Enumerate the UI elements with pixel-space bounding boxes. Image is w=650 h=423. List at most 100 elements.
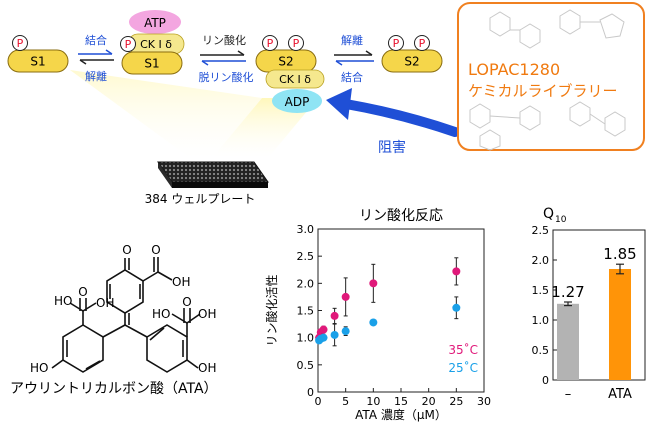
bar-control	[557, 303, 579, 380]
inhibition-arrow: 阻害	[326, 88, 460, 156]
bar-y-tick-label: 0	[542, 374, 549, 387]
svg-text:OH: OH	[96, 296, 114, 310]
binding-arrows-2: 解離 結合	[334, 33, 374, 84]
data-point-35c	[319, 325, 328, 334]
library-description: ケミカルライブラリー	[468, 82, 618, 100]
phospho-p-icon	[12, 35, 28, 51]
svg-text:P: P	[125, 38, 132, 51]
enzyme-complex-2: S2 P P CK I δ	[255, 35, 325, 89]
binding-arrows-1: 結合 解離	[78, 33, 114, 83]
data-point-25c	[330, 330, 339, 339]
y-tick-label: 2.5	[297, 250, 315, 263]
svg-text:P: P	[293, 37, 300, 50]
data-point-25c	[369, 318, 378, 327]
s1-bound-label: S1	[144, 57, 159, 71]
data-point-25c	[319, 333, 328, 342]
bar-y-tick-label: 2.5	[532, 224, 550, 237]
y-tick-label: 3.0	[297, 223, 315, 236]
phosphorylation-arrows: リン酸化 脱リン酸化	[199, 33, 254, 84]
data-point-25c	[452, 303, 461, 312]
molecule-name: アウリントリカルボン酸（ATA）	[10, 381, 218, 397]
bar-y-tick-label: 1.0	[532, 314, 550, 327]
bar-category-label: –	[565, 387, 572, 402]
phospho-p-label: P	[17, 37, 24, 50]
svg-text:P: P	[393, 37, 400, 50]
svg-text:O: O	[151, 243, 160, 257]
bar-category-label: ATA	[608, 387, 632, 402]
x-tick-label: 20	[422, 395, 436, 408]
svg-text:OH: OH	[172, 275, 190, 289]
ck1d-label: CK I δ	[140, 38, 172, 51]
svg-text:HO: HO	[152, 307, 170, 321]
bar-value-label: 1.27	[551, 283, 584, 301]
y-tick-label: 0	[307, 386, 314, 399]
chemical-library-box: LOPAC1280 ケミカルライブラリー	[457, 2, 645, 151]
data-point-35c	[452, 267, 461, 276]
light-beam-left	[70, 70, 262, 158]
phosphorylation-label: リン酸化	[202, 33, 246, 47]
svg-text:P: P	[267, 37, 274, 50]
y-tick-label: 1.5	[297, 305, 315, 318]
x-tick-label: 30	[477, 395, 491, 408]
bar-plot-frame	[552, 229, 646, 381]
x-tick-label: 10	[366, 395, 380, 408]
binding-label: 結合	[85, 33, 107, 47]
library-name: LOPAC1280	[468, 60, 560, 79]
svg-text:O: O	[78, 285, 87, 299]
svg-text:HO: HO	[54, 294, 72, 308]
legend-25c: 25˚C	[448, 360, 478, 375]
adp-bubble	[272, 89, 322, 113]
svg-text:P: P	[419, 37, 426, 50]
bar-y-tick-label: 1.5	[532, 284, 550, 297]
adp-label: ADP	[285, 95, 310, 109]
svg-text:O: O	[122, 243, 131, 257]
plate-caption: 384 ウェルプレート	[145, 192, 256, 206]
s2-label: S2	[404, 55, 419, 69]
atp-label: ATP	[144, 16, 166, 30]
ck1d-label-2: CK I δ	[279, 73, 311, 86]
x-tick-label: 25	[449, 395, 463, 408]
data-point-35c	[330, 311, 339, 320]
bar-y-tick-label: 0.5	[532, 344, 550, 357]
legend-35c: 35˚C	[448, 342, 478, 357]
x-tick-label: 5	[342, 395, 349, 408]
y-tick-label: 2.0	[297, 277, 315, 290]
svg-text:HO: HO	[30, 361, 48, 375]
ata-atom-labels: O O OH O HO OH HO O HO OH OH	[30, 243, 216, 375]
dissociation-label: 解離	[85, 69, 107, 83]
s2-bound-label: S2	[278, 55, 293, 69]
s1-label: S1	[30, 55, 45, 69]
svg-text:O: O	[182, 295, 191, 309]
enzyme-complex-1: CK I δ S1 P	[120, 33, 185, 75]
dephosphorylation-label: 脱リン酸化	[199, 70, 254, 84]
well-plate: 384 ウェルプレート	[145, 161, 269, 206]
bar-ata	[609, 269, 631, 380]
y-axis-label: リン酸化活性	[264, 274, 279, 346]
data-point-25c	[341, 327, 350, 336]
substrate-s2: S2 P P	[381, 35, 443, 73]
x-tick-label: 0	[315, 395, 322, 408]
dissociation-label-2: 解離	[341, 33, 363, 47]
ata-molecule	[51, 257, 201, 373]
svg-text:OH: OH	[198, 307, 216, 321]
library-structures	[469, 9, 626, 151]
binding-label-2: 結合	[341, 70, 363, 84]
substrate-s1: S1 P	[7, 35, 69, 73]
chart-title: リン酸化反応	[359, 208, 443, 224]
svg-text:OH: OH	[198, 361, 216, 375]
bar-chart-title-subscript: 10	[555, 215, 567, 225]
reaction-scheme: S1 P 結合 解離 ATP CK I δ S1 P リン酸化	[7, 10, 460, 158]
atp-bubble	[129, 10, 181, 34]
data-point-35c	[369, 279, 378, 288]
bar-chart-title: Q	[543, 206, 554, 222]
bar-value-label: 1.85	[603, 245, 636, 263]
light-beam	[212, 98, 318, 158]
bar-y-tick-label: 2.0	[532, 254, 550, 267]
inhibition-label: 阻害	[378, 140, 406, 156]
x-axis-label: ATA 濃度（μM）	[355, 407, 447, 422]
data-point-35c	[341, 292, 350, 301]
y-tick-label: 0.5	[297, 359, 315, 372]
